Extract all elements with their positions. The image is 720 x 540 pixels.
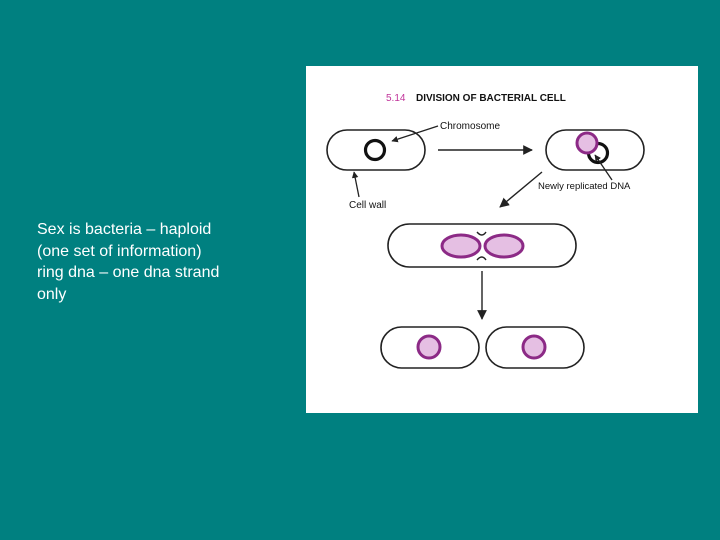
dna-ring-right (483, 233, 525, 259)
chromosome-label: Chromosome (440, 121, 500, 132)
newly-replicated-pointer (594, 154, 613, 181)
figure-number: 5.14 (386, 93, 406, 104)
daughter-dna-ring-right (521, 334, 547, 360)
replicated-dna-ring (575, 131, 599, 155)
septum-bottom (476, 256, 487, 261)
chromosome-ring (363, 138, 387, 162)
chromosome-pointer (391, 125, 439, 143)
newly-replicated-label: Newly replicated DNA (538, 181, 631, 192)
parent-cell (326, 129, 426, 171)
elongated-cell (387, 223, 577, 268)
slide-text: Sex is bacteria – haploid (one set of in… (37, 219, 287, 305)
daughter-cell-right (485, 326, 585, 369)
figure-svg: 5.14 DIVISION OF BACTERIAL CELL Chromoso… (326, 93, 645, 369)
septum-top (476, 231, 487, 236)
text-line: (one set of information) (37, 242, 202, 260)
text-line: ring dna – one dna strand (37, 264, 220, 281)
daughter-dna-ring-left (416, 334, 442, 360)
bacterial-division-figure: 5.14 DIVISION OF BACTERIAL CELL Chromoso… (306, 66, 698, 413)
dna-ring-left (440, 233, 482, 259)
cell-wall-label: Cell wall (349, 200, 386, 211)
figure-title: DIVISION OF BACTERIAL CELL (416, 93, 566, 104)
cell-wall-pointer (351, 171, 360, 198)
text-line: only (37, 285, 67, 303)
replicating-cell (545, 129, 645, 171)
arrow-elongation (499, 171, 543, 208)
daughter-cell-left (380, 326, 480, 369)
text-line: Sex is bacteria – haploid (37, 221, 212, 238)
